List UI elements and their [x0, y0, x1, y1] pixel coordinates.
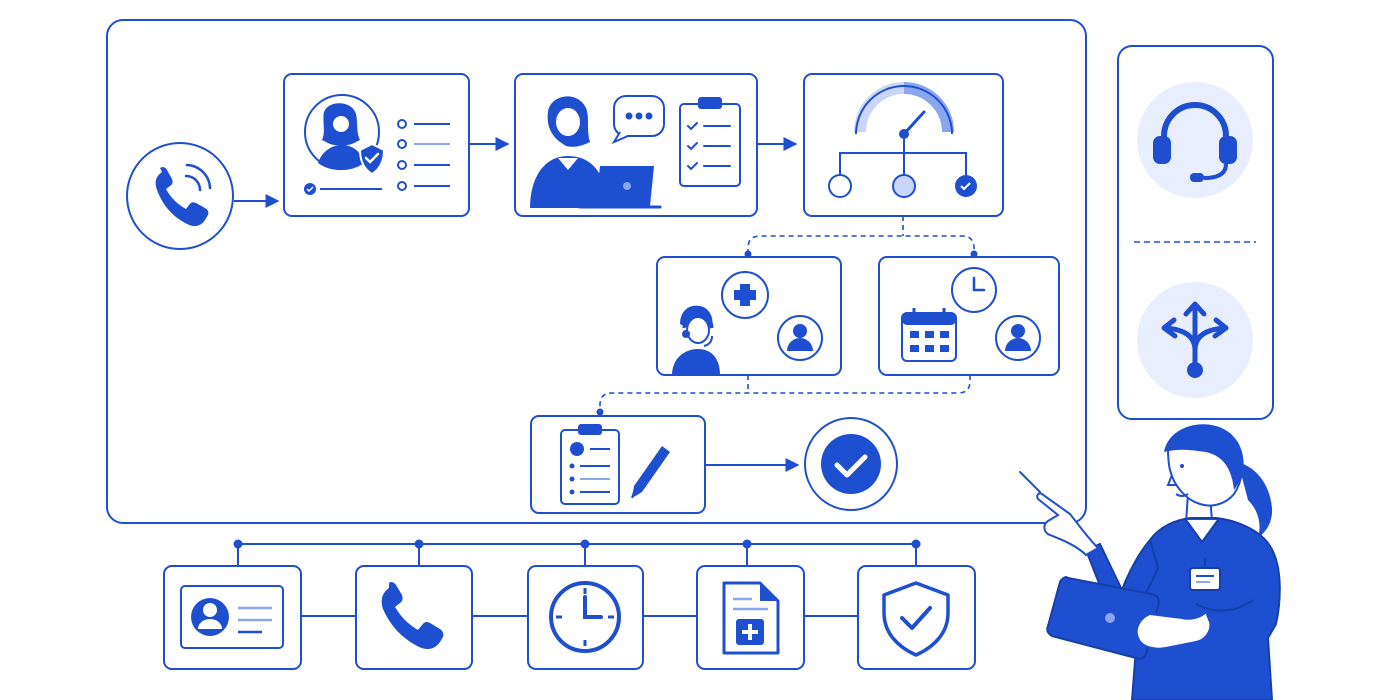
documentation-icon — [530, 415, 706, 514]
resolution-check-icon — [804, 417, 898, 511]
priority-gauge-icon — [803, 73, 1004, 217]
clock-icon — [527, 565, 644, 670]
routing-icon — [1137, 282, 1253, 398]
shield-check-icon — [857, 565, 976, 670]
id-card-icon — [163, 565, 302, 670]
nurse-with-tablet — [1019, 424, 1281, 700]
medical-document-icon — [696, 565, 805, 670]
appointment-scheduling-icon — [878, 256, 1060, 376]
dashed-connector — [599, 375, 971, 411]
phone-icon — [355, 565, 473, 670]
dashed-connector — [747, 216, 975, 254]
headset-icon — [1137, 82, 1253, 198]
connector-nodes — [233, 539, 921, 549]
clinical-escalation-icon — [656, 256, 842, 376]
agent-triage-icon — [514, 73, 758, 217]
phone-call-icon — [126, 142, 234, 250]
caller-verification-icon — [283, 73, 470, 217]
